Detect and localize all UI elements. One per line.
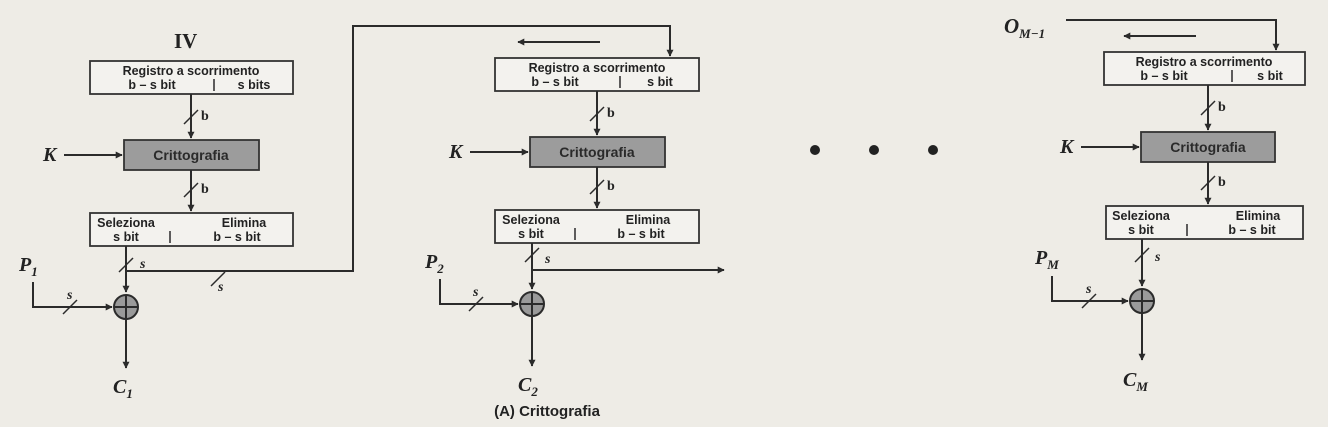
- discard-title: Elimina: [222, 216, 268, 230]
- bus-b-label: b: [201, 182, 209, 197]
- register-right-bits: s bit: [1257, 69, 1284, 83]
- register-left-bits: b – s bit: [531, 75, 579, 89]
- bus-b-label: b: [201, 109, 209, 124]
- xor-1: [113, 294, 139, 320]
- key-label: K: [1059, 136, 1075, 158]
- caption: (A) Crittografia: [494, 403, 600, 420]
- register-title: Registro a scorrimento: [123, 64, 260, 78]
- select-title: Seleziona: [97, 216, 156, 230]
- bus-b-label: b: [607, 179, 615, 194]
- discard-bits: b – s bit: [1228, 223, 1276, 237]
- key-label: K: [42, 144, 58, 166]
- stage-m: OM−1 Registro a scorrimento b – s bit s …: [1004, 14, 1306, 394]
- stage-2: Registro a scorrimento b – s bit s bit b…: [424, 38, 725, 399]
- bus-s-label: s: [472, 285, 479, 300]
- p1-label: P1: [18, 254, 38, 279]
- register-title: Registro a scorrimento: [529, 61, 666, 75]
- encrypt-label: Crittografia: [559, 144, 635, 160]
- pm-label: PM: [1034, 247, 1059, 272]
- register-title: Registro a scorrimento: [1136, 55, 1273, 69]
- encrypt-label: Crittografia: [153, 147, 229, 163]
- register-right-bits: s bit: [647, 75, 674, 89]
- iv-label: IV: [174, 29, 197, 53]
- bus-s-label: s: [1154, 250, 1161, 265]
- shift-register-m: Registro a scorrimento b – s bit s bit: [1103, 51, 1306, 86]
- discard-bits: b – s bit: [213, 230, 261, 244]
- bus-s-label: s: [66, 288, 73, 303]
- register-left-bits: b – s bit: [1140, 69, 1188, 83]
- bus-b-label: b: [1218, 175, 1226, 190]
- encrypt-label: Crittografia: [1170, 139, 1246, 155]
- xor-m: [1129, 288, 1155, 314]
- key-label: K: [448, 141, 464, 163]
- xor-2: [519, 291, 545, 317]
- select-title: Seleziona: [1112, 209, 1171, 223]
- shift-register-1: Registro a scorrimento b – s bit s bits: [89, 60, 294, 95]
- select-bits: s bit: [113, 230, 140, 244]
- discard-title: Elimina: [1236, 209, 1282, 223]
- bus-s-label: s: [1085, 282, 1092, 297]
- discard-title: Elimina: [626, 213, 672, 227]
- bus-b-label: b: [607, 106, 615, 121]
- select-discard-1: Seleziona s bit Elimina b – s bit: [89, 212, 294, 247]
- encrypt-box-m: Crittografia: [1140, 131, 1276, 163]
- select-discard-2: Seleziona s bit Elimina b – s bit: [494, 209, 700, 244]
- ellipsis: [810, 145, 938, 155]
- bus-s-label: s: [139, 257, 146, 272]
- encrypt-box-2: Crittografia: [529, 136, 666, 168]
- select-bits: s bit: [518, 227, 545, 241]
- cm-label: CM: [1123, 369, 1148, 394]
- select-discard-m: Seleziona s bit Elimina b – s bit: [1105, 205, 1304, 240]
- c1-label: C1: [113, 376, 133, 401]
- select-title: Seleziona: [502, 213, 561, 227]
- shift-register-2: Registro a scorrimento b – s bit s bit: [494, 57, 700, 92]
- register-right-bits: s bits: [238, 78, 271, 92]
- p2-label: P2: [424, 251, 444, 276]
- bus-s-label: s: [544, 252, 551, 267]
- select-bits: s bit: [1128, 223, 1155, 237]
- bus-b-label: b: [1218, 100, 1226, 115]
- stage-1: IV Registro a scorrimento b – s bit s bi…: [18, 25, 674, 401]
- c2-label: C2: [518, 374, 538, 399]
- encrypt-box-1: Crittografia: [123, 139, 260, 171]
- om1-label: OM−1: [1004, 14, 1045, 41]
- discard-bits: b – s bit: [617, 227, 665, 241]
- register-left-bits: b – s bit: [128, 78, 176, 92]
- bus-s-label: s: [217, 280, 224, 295]
